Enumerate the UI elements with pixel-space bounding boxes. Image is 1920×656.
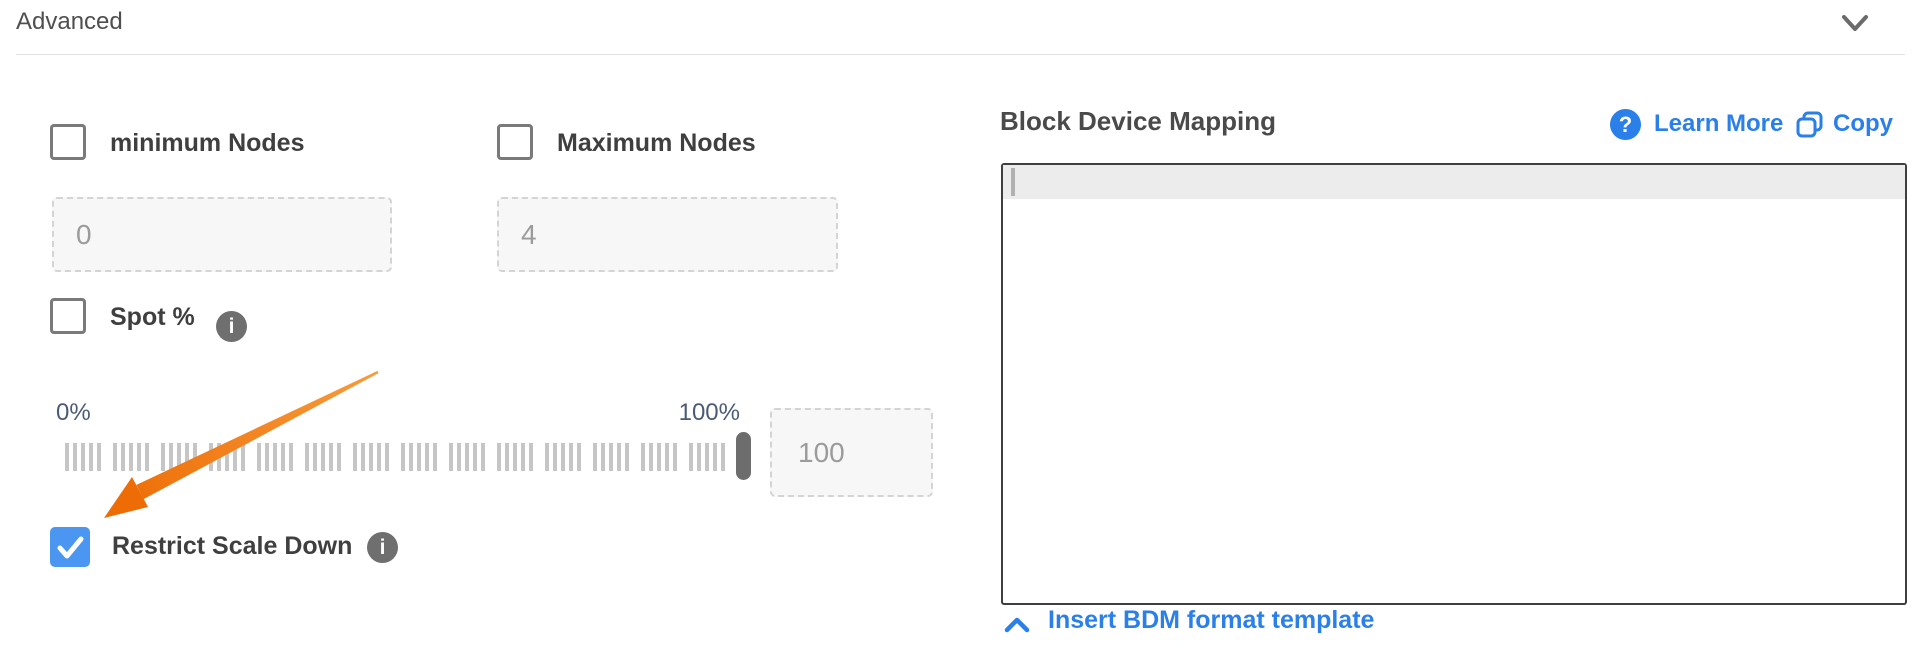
slider-min-label: 0% xyxy=(56,399,91,426)
checkmark-icon xyxy=(57,536,84,559)
slider-max-label: 100% xyxy=(678,399,740,426)
spot-percent-slider-track[interactable] xyxy=(65,443,753,471)
chevron-down-icon[interactable] xyxy=(1840,10,1870,36)
help-circle-icon[interactable]: ? xyxy=(1610,109,1641,140)
header-divider xyxy=(16,54,1905,55)
spot-percent-slider-handle[interactable] xyxy=(736,432,751,480)
editor-active-line xyxy=(1003,165,1905,199)
block-device-mapping-editor[interactable] xyxy=(1001,163,1907,605)
maximum-nodes-label: Maximum Nodes xyxy=(557,129,756,157)
maximum-nodes-checkbox[interactable] xyxy=(497,124,533,160)
restrict-info-icon[interactable]: i xyxy=(367,532,398,563)
spot-percent-value-input[interactable] xyxy=(770,408,933,497)
spot-info-icon[interactable]: i xyxy=(216,311,247,342)
insert-bdm-template-link[interactable]: Insert BDM format template xyxy=(1048,606,1375,634)
chevron-up-icon[interactable] xyxy=(1004,616,1030,634)
minimum-nodes-label: minimum Nodes xyxy=(110,129,305,157)
copy-link[interactable]: Copy xyxy=(1833,110,1893,137)
spot-percent-label: Spot % xyxy=(110,303,195,331)
block-device-mapping-title: Block Device Mapping xyxy=(1000,106,1276,136)
minimum-nodes-input[interactable] xyxy=(52,197,392,272)
panel-title: Advanced xyxy=(16,8,123,35)
minimum-nodes-checkbox[interactable] xyxy=(50,124,86,160)
restrict-scale-down-checkbox[interactable] xyxy=(50,527,90,567)
spot-percent-checkbox[interactable] xyxy=(50,298,86,334)
maximum-nodes-input[interactable] xyxy=(497,197,838,272)
copy-icon[interactable] xyxy=(1795,110,1825,140)
learn-more-link[interactable]: Learn More xyxy=(1654,110,1784,137)
editor-cursor xyxy=(1011,168,1015,196)
restrict-scale-down-label: Restrict Scale Down xyxy=(112,532,353,560)
